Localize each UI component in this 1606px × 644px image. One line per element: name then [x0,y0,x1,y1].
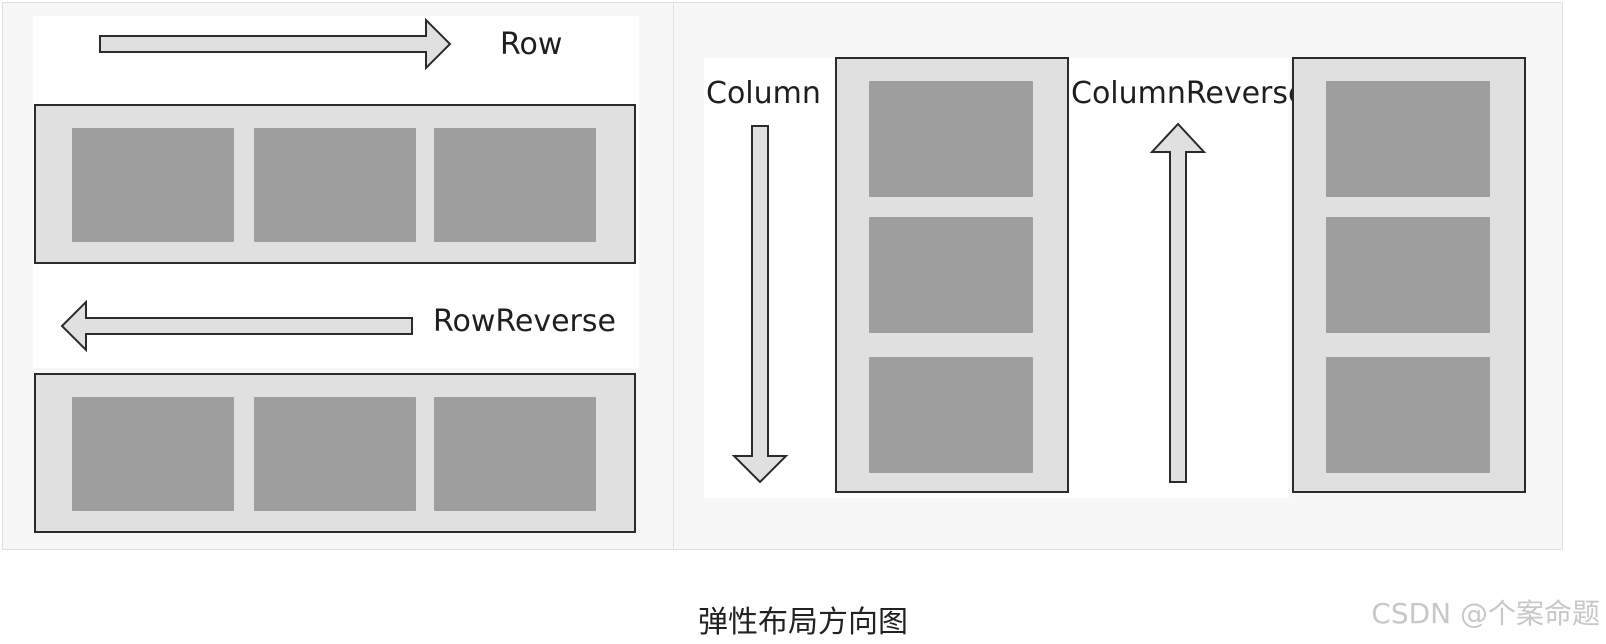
row-item-2 [254,128,416,242]
row-reverse-container [34,373,636,533]
row-item-1 [72,128,234,242]
row-reverse-item-1 [72,397,234,511]
row-container [34,104,636,264]
row-reverse-direction-arrow [60,299,413,353]
column-reverse-direction-arrow [1150,122,1207,483]
column-container [835,57,1069,493]
column-reverse-label: ColumnReverse [1071,76,1307,111]
column-item-2 [869,217,1033,333]
watermark: CSDN @个案命题 [1371,597,1600,630]
row-direction-arrow [99,17,452,71]
column-reverse-item-2 [1326,217,1490,333]
row-reverse-label: RowReverse [433,304,616,339]
row-item-3 [434,128,596,242]
row-reverse-item-3 [434,397,596,511]
row-label: Row [500,27,563,62]
column-label: Column [706,76,821,111]
column-reverse-item-1 [1326,81,1490,197]
column-direction-arrow [732,125,789,484]
column-reverse-container [1292,57,1526,493]
figure-caption: 弹性布局方向图 [698,605,908,640]
column-reverse-item-3 [1326,357,1490,473]
column-item-3 [869,357,1033,473]
column-item-1 [869,81,1033,197]
row-reverse-item-2 [254,397,416,511]
